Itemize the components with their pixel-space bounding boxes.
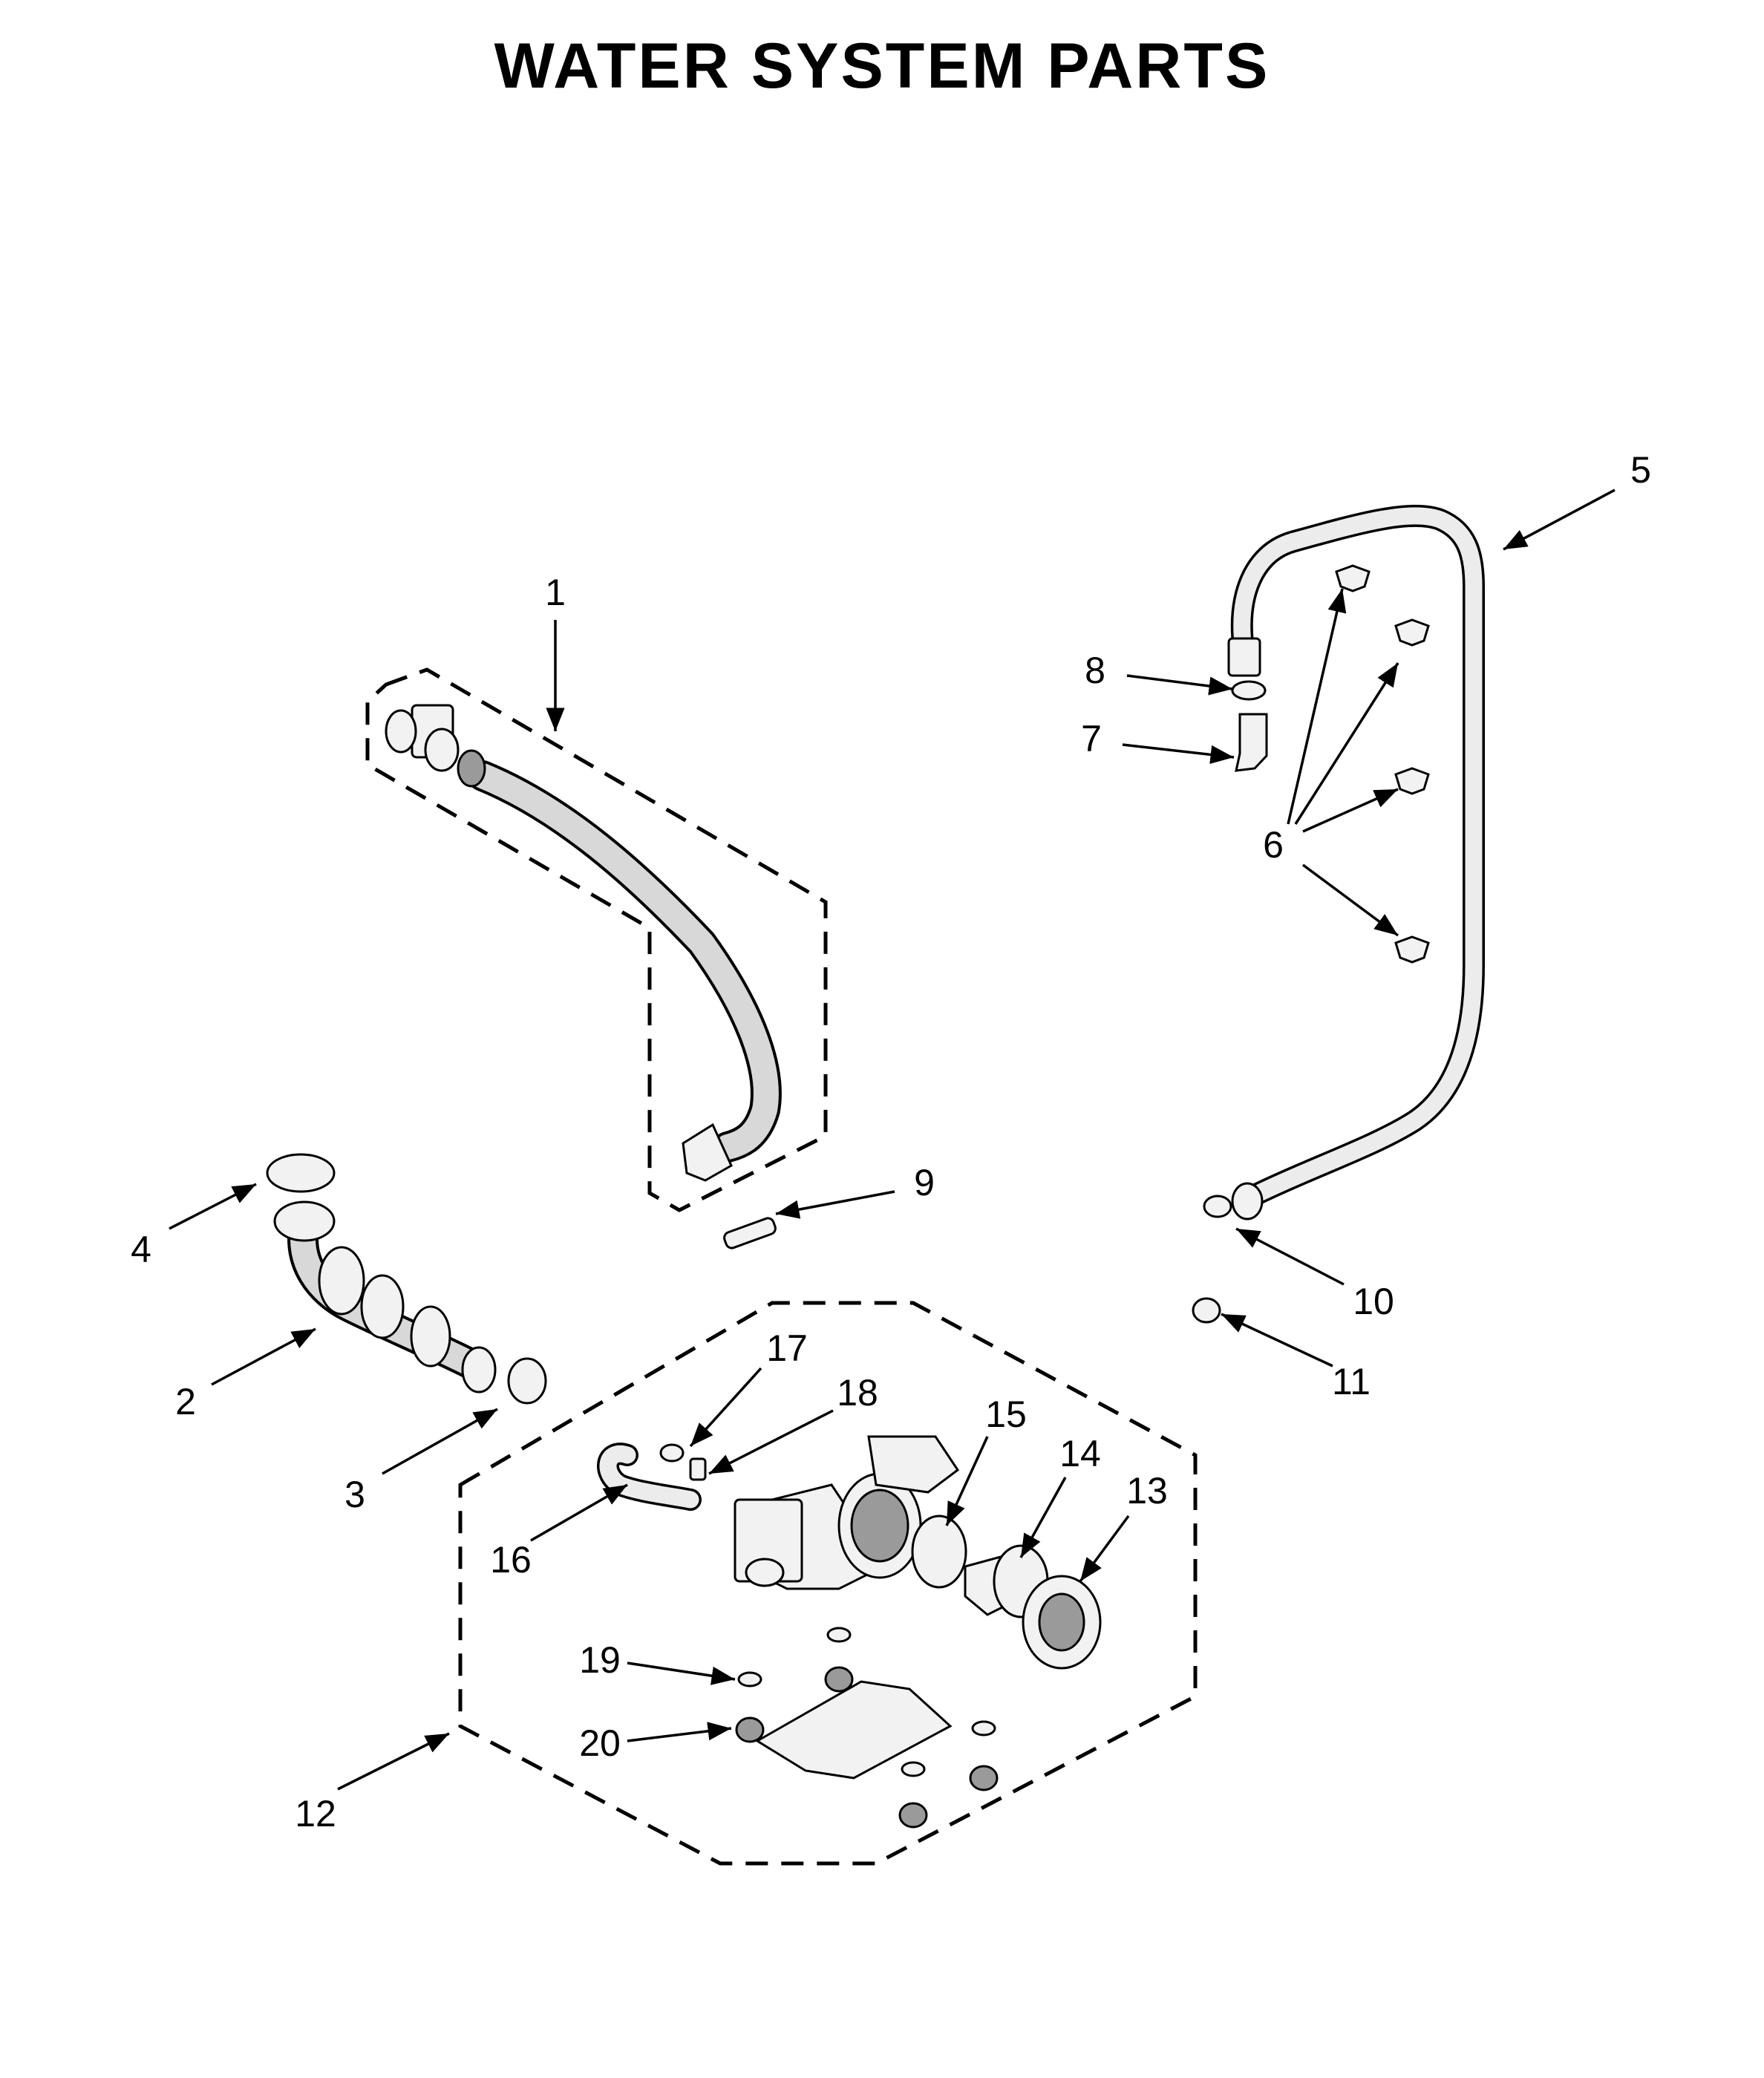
callout-17: 17: [766, 1327, 808, 1369]
callout-20: 20: [579, 1722, 621, 1764]
clip-17-part[interactable]: [659, 1443, 685, 1463]
page-title: WATER SYSTEM PARTS: [494, 30, 1270, 102]
callout-3: 3: [344, 1474, 365, 1515]
fitting-18-part[interactable]: [689, 1457, 707, 1481]
pump-bracket-part[interactable]: [755, 1680, 953, 1780]
callout-15: 15: [985, 1393, 1027, 1435]
callout-12: 12: [295, 1793, 336, 1834]
clamp-10-part[interactable]: [1203, 1195, 1232, 1218]
callout-13: 13: [1126, 1470, 1168, 1512]
drain-elbow-7-part[interactable]: [1235, 713, 1268, 772]
callout-10: 10: [1353, 1281, 1394, 1322]
tub-hose-2-part[interactable]: [273, 1200, 497, 1393]
callout-4: 4: [131, 1229, 151, 1270]
filter-cap-13-part[interactable]: [1022, 1575, 1102, 1670]
callout-labels: 1 5 8 7 6 9 10 11 4 2 3 16 17 18 15 14 1…: [131, 449, 1651, 1834]
callout-11: 11: [1332, 1361, 1371, 1402]
callout-18: 18: [837, 1372, 878, 1414]
gasket-15-part[interactable]: [911, 1515, 967, 1589]
callout-9: 9: [914, 1162, 935, 1203]
hose-clamp-8-part[interactable]: [1231, 680, 1267, 701]
screw-19-part[interactable]: [737, 1627, 996, 1777]
callout-6: 6: [1263, 824, 1284, 866]
callout-8: 8: [1085, 650, 1105, 691]
callout-2: 2: [175, 1381, 196, 1422]
callout-16: 16: [490, 1539, 532, 1581]
hose-clip-part[interactable]: [1335, 564, 1430, 964]
clamp-4-part[interactable]: [266, 1153, 336, 1193]
grommet-20-part[interactable]: [735, 1666, 999, 1829]
clamp-11-part[interactable]: [1192, 1297, 1221, 1324]
drain-hose-part[interactable]: [1227, 504, 1485, 1221]
clamp-3-part[interactable]: [507, 1357, 547, 1405]
callout-7: 7: [1081, 718, 1102, 759]
pump-assembly-boundary: [458, 1301, 1198, 1866]
inlet-hose-part[interactable]: [385, 704, 782, 1182]
leader-lines: [169, 489, 1616, 1791]
callout-1: 1: [545, 572, 566, 613]
callout-19: 19: [579, 1639, 621, 1681]
callout-14: 14: [1059, 1433, 1101, 1474]
callout-5: 5: [1630, 449, 1651, 491]
small-tube-9-part[interactable]: [722, 1217, 777, 1250]
